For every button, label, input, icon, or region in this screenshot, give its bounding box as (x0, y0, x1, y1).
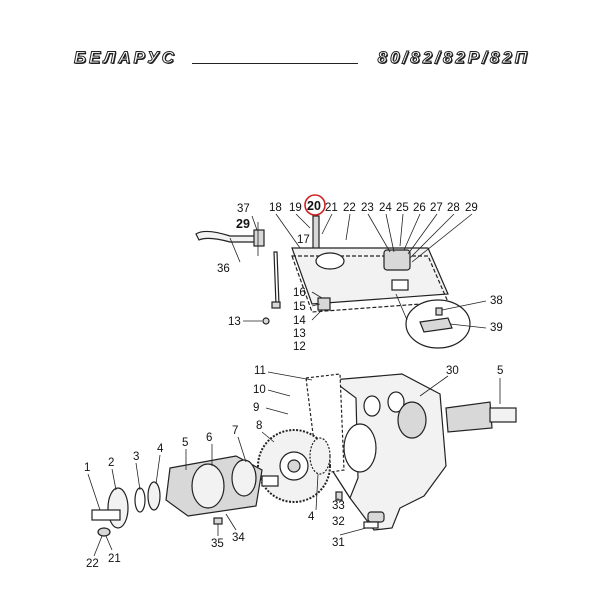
callout-20: 20 (307, 199, 321, 213)
header-model-codes: 80/82/82Р/82П (377, 48, 530, 68)
callout-26: 26 (413, 202, 426, 214)
callout-31: 31 (332, 537, 345, 549)
page-header: БЕЛАРУС 80/82/82Р/82П (70, 44, 530, 74)
spring-column (312, 215, 320, 251)
bolt-33 (335, 491, 343, 501)
callout-12: 12 (293, 341, 306, 353)
callout-27: 27 (430, 202, 443, 214)
gear-cluster-a (191, 463, 225, 509)
callout-5-right: 5 (497, 365, 503, 377)
drive-gear-bore (287, 459, 301, 473)
callout-13b: 13 (293, 328, 306, 340)
callout-4-left: 4 (157, 443, 164, 455)
cover-hatch (383, 249, 411, 271)
callout-37: 37 (237, 203, 250, 215)
callout-22-bottom: 22 (86, 558, 99, 570)
bearing-4 (147, 481, 161, 511)
shift-rod (273, 251, 280, 306)
seal-22-21 (97, 527, 111, 537)
main-leader-lines (87, 371, 501, 557)
callout-33: 33 (332, 500, 345, 512)
bracket-14 (317, 297, 331, 311)
callout-20-highlight (304, 194, 326, 216)
lever-clamp (253, 229, 265, 247)
housing-bore-large (343, 423, 377, 473)
output-shaft-right (445, 401, 493, 433)
callout-18: 18 (269, 202, 282, 214)
small-gear (309, 437, 331, 475)
callout-9: 9 (253, 402, 259, 414)
callout-21-bottom: 21 (108, 553, 121, 565)
callout-39: 39 (490, 322, 503, 334)
callout-15: 15 (293, 301, 306, 313)
header-model-name: БЕЛАРУС (73, 48, 178, 68)
callout-25: 25 (396, 202, 409, 214)
callout-3: 3 (133, 451, 139, 463)
callout-14: 14 (293, 315, 306, 327)
callout-4-center: 4 (308, 511, 315, 523)
bolt-31 (363, 521, 379, 529)
callout-19: 19 (289, 202, 302, 214)
callout-38: 38 (490, 295, 503, 307)
callout-28: 28 (447, 202, 460, 214)
header-rule (192, 63, 358, 64)
ring-3 (134, 487, 146, 513)
flange-2 (107, 487, 129, 529)
cover-window (391, 279, 409, 291)
callout-32: 32 (332, 516, 345, 528)
housing-bore-upper2 (387, 391, 405, 413)
callout-2: 2 (108, 457, 114, 469)
callout-6: 6 (206, 432, 212, 444)
callout-11: 11 (254, 365, 266, 377)
output-shaft-stub (489, 407, 517, 423)
gearshift-lever (195, 230, 263, 243)
bolt-35 (213, 517, 223, 525)
callout-8: 8 (256, 420, 262, 432)
housing-window (397, 401, 427, 439)
top-leader-lines (229, 213, 487, 329)
callout-24: 24 (379, 202, 392, 214)
callout-10: 10 (253, 384, 266, 396)
callout-36: 36 (217, 263, 230, 275)
shaft-end-right (261, 475, 279, 487)
input-shaft-1 (91, 509, 121, 521)
callout-23: 23 (361, 202, 374, 214)
callout-29a: 29 (236, 217, 250, 231)
callout-29b: 29 (465, 202, 478, 214)
callout-30: 30 (446, 365, 459, 377)
callout-22: 22 (343, 202, 356, 214)
callout-5-left: 5 (182, 437, 188, 449)
detail-plate (419, 317, 453, 333)
detail-screw (435, 307, 443, 316)
callout-7: 7 (232, 425, 238, 437)
housing-foot (367, 511, 385, 523)
cover-opening (315, 252, 345, 270)
callout-1: 1 (84, 462, 90, 474)
callout-34: 34 (232, 532, 245, 544)
callout-21: 21 (325, 202, 338, 214)
gear-cluster-b (231, 459, 257, 497)
housing-bore-upper (363, 395, 381, 417)
callout-35: 35 (211, 538, 224, 550)
callout-17: 17 (297, 234, 310, 246)
rod-end (271, 301, 281, 309)
bolt-13 (262, 317, 270, 325)
callout-16: 16 (293, 287, 306, 299)
callout-13a: 13 (228, 316, 241, 328)
